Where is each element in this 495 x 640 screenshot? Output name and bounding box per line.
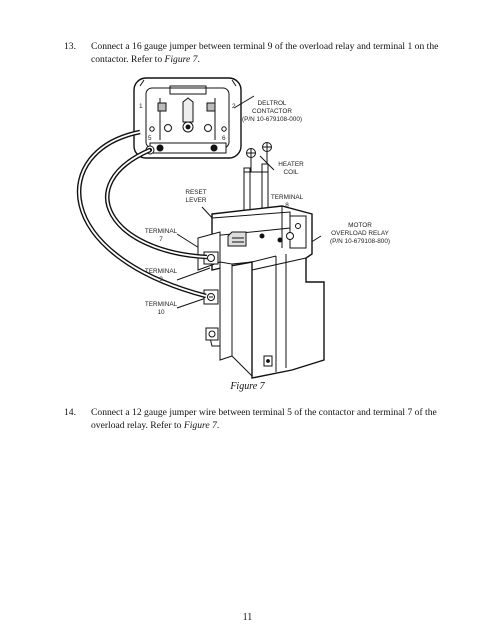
label-reset-lever: RESET LEVER xyxy=(185,189,207,204)
step-text: Connect a 16 gauge jumper between termin… xyxy=(91,40,454,66)
step-text: Connect a 12 gauge jumper wire between t… xyxy=(91,406,454,432)
figure-reference: Figure 7 xyxy=(164,54,198,65)
terminal-mark-6: 6 xyxy=(222,135,226,142)
step-text-body: Connect a 12 gauge jumper wire between t… xyxy=(91,407,437,431)
label-line: TERMINAL xyxy=(145,228,178,235)
label-terminal-7: TERMINAL 7 xyxy=(145,228,178,243)
label-heater-coil: HEATER COIL xyxy=(278,161,304,176)
label-line: TERMINAL xyxy=(145,301,178,308)
label-line: OVERLOAD RELAY xyxy=(331,230,390,237)
label-motor-overload-relay: MOTOR OVERLOAD RELAY (P/N 10-679108-800) xyxy=(330,222,390,245)
step-text-end: . xyxy=(197,54,200,65)
label-line: 8 xyxy=(285,202,289,209)
label-line: 9 xyxy=(159,276,163,283)
step-number: 14. xyxy=(64,407,76,418)
label-line: RESET xyxy=(185,189,206,196)
label-line: DELTROL xyxy=(257,100,286,107)
label-line: (P/N 10-679108-000) xyxy=(242,116,302,123)
step-text-body: Connect a 16 gauge jumper between termin… xyxy=(91,41,439,65)
page-number: 11 xyxy=(242,612,253,623)
label-line: MOTOR xyxy=(348,222,372,229)
label-line: HEATER xyxy=(278,161,304,168)
label-terminal-8: TERMINAL 8 xyxy=(271,194,304,209)
figure-caption: Figure 7 xyxy=(230,381,265,392)
terminal-mark-1: 1 xyxy=(139,103,143,110)
label-line: TERMINAL xyxy=(271,194,304,201)
label-terminal-10: TERMINAL 10 xyxy=(145,301,178,316)
overload-relay xyxy=(197,205,325,379)
label-terminal-9: TERMINAL 9 xyxy=(145,268,178,283)
label-line: LEVER xyxy=(186,197,207,204)
step-14: 14. Connect a 12 gauge jumper wire betwe… xyxy=(64,406,454,432)
figure-7-diagram: 1 2 5 6 DELTROL CONTACTOR (P/N 10-679108… xyxy=(76,77,390,379)
step-number: 13. xyxy=(64,41,76,52)
terminal-mark-5: 5 xyxy=(148,135,152,142)
deltrol-contactor xyxy=(133,77,242,159)
figure-reference: Figure 7 xyxy=(183,420,217,431)
terminal-mark-2: 2 xyxy=(232,103,236,110)
jumper-wires xyxy=(76,129,208,299)
label-line: (P/N 10-679108-800) xyxy=(330,238,390,245)
label-line: TERMINAL xyxy=(145,268,178,275)
step-text-end: . xyxy=(216,420,220,431)
label-line: CONTACTOR xyxy=(252,108,292,115)
label-line: 7 xyxy=(159,236,163,243)
step-13: 13. Connect a 16 gauge jumper between te… xyxy=(64,40,454,66)
label-line: 10 xyxy=(157,309,165,316)
label-deltrol-contactor: DELTROL CONTACTOR (P/N 10-679108-000) xyxy=(242,100,302,123)
label-line: COIL xyxy=(284,169,299,176)
